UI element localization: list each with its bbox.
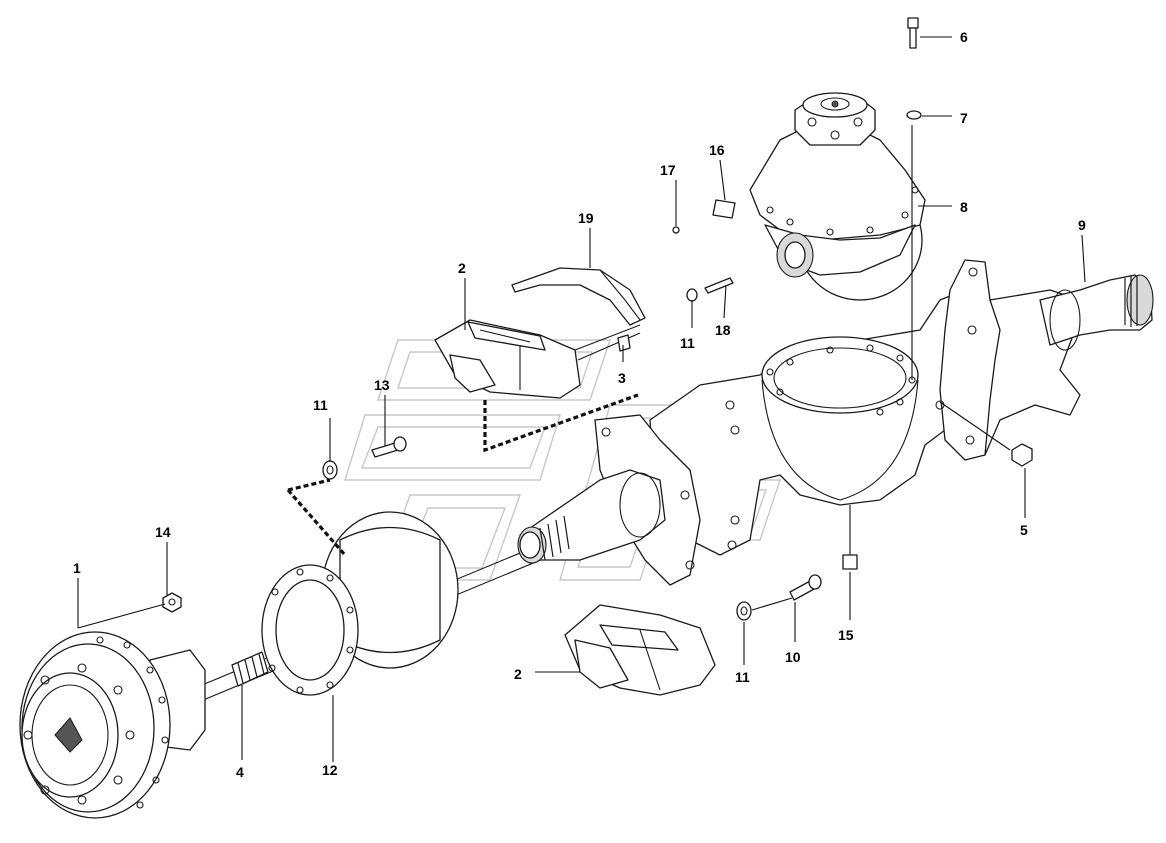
callout-1: 1 <box>73 560 81 576</box>
brake-line-dashed <box>286 393 639 557</box>
callout-7: 7 <box>960 110 968 126</box>
callout-17: 17 <box>660 162 676 178</box>
left-spindle <box>517 469 666 564</box>
callout-11-left: 11 <box>313 397 328 413</box>
callout-19: 19 <box>578 210 594 226</box>
callout-11-upper: 11 <box>680 335 695 351</box>
callout-5: 5 <box>1020 522 1028 538</box>
axle-housing <box>594 259 1081 586</box>
drive-shaft <box>231 651 269 687</box>
brake-caliper-lower <box>564 604 716 696</box>
callout-8: 8 <box>960 199 968 215</box>
right-spindle <box>1039 274 1154 351</box>
leader-lines <box>77 36 1086 762</box>
wheel-hub <box>19 631 206 819</box>
callout-6: 6 <box>960 29 968 45</box>
callout-18: 18 <box>715 322 731 338</box>
callout-3: 3 <box>618 370 626 386</box>
callout-16: 16 <box>709 142 725 158</box>
callout-12: 12 <box>322 762 338 778</box>
differential-carrier <box>749 92 926 301</box>
callout-11-lower: 11 <box>735 669 750 685</box>
flange-ring <box>261 564 359 696</box>
dust-shield <box>511 267 646 326</box>
brake-caliper-upper <box>434 319 641 399</box>
callout-15: 15 <box>838 627 854 643</box>
callout-13: 13 <box>374 377 390 393</box>
callout-labels: 1 2 2 3 4 5 6 7 8 9 10 11 11 11 12 13 14… <box>73 29 1086 780</box>
callout-4: 4 <box>236 764 244 780</box>
callout-9: 9 <box>1078 217 1086 233</box>
callout-2-upper: 2 <box>458 260 466 276</box>
fasteners <box>162 17 1033 621</box>
callout-14: 14 <box>155 524 171 540</box>
callout-10: 10 <box>785 649 801 665</box>
callout-2-lower: 2 <box>514 666 522 682</box>
